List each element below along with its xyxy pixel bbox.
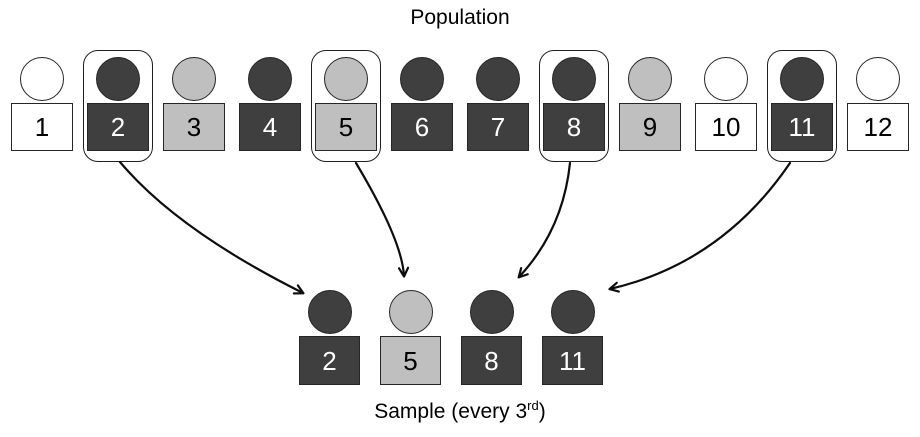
person-head-icon [96,57,140,101]
person-number-box: 6 [391,103,453,151]
population-person-5: 5 [311,50,381,162]
sample-person-11: 11 [542,290,603,385]
person-head-icon [248,57,292,101]
person-head-icon [324,57,368,101]
population-person-9: 9 [619,57,681,151]
person-head-icon [172,57,216,101]
sample-person-5: 5 [380,290,441,385]
arrow-population-5-to-sample-5 [354,161,410,278]
person-number-box: 8 [461,336,522,385]
population-person-6: 6 [391,57,453,151]
person-number-box: 9 [619,103,681,151]
sample-caption-suffix: ) [538,400,546,423]
sample-caption-prefix: Sample (every 3 [374,400,528,423]
person-number-box: 1 [11,103,73,151]
population-person-8: 8 [539,50,609,162]
person-number-box: 3 [163,103,225,151]
population-person-11: 11 [767,50,837,162]
population-person-10: 10 [695,57,757,151]
person-number-box: 5 [380,336,441,385]
person-head-icon [704,57,748,101]
person-number-box: 2 [299,336,360,385]
person-head-icon [469,290,514,334]
person-head-icon [307,290,352,334]
person-number-box: 2 [87,103,149,151]
person-head-icon [780,57,824,101]
arrow-population-11-to-sample-11 [608,161,792,293]
population-title: Population [410,6,510,29]
person-head-icon [856,57,900,101]
sample-person-2: 2 [299,290,360,385]
population-person-3: 3 [163,57,225,151]
person-head-icon [476,57,520,101]
population-person-1: 1 [11,57,73,151]
arrow-population-8-to-sample-8 [517,161,572,279]
population-person-12: 12 [847,57,909,151]
person-head-icon [388,290,433,334]
person-number-box: 7 [467,103,529,151]
person-number-box: 10 [695,103,757,151]
sample-person-8: 8 [461,290,522,385]
person-number-box: 4 [239,103,301,151]
person-head-icon [20,57,64,101]
population-person-4: 4 [239,57,301,151]
person-number-box: 11 [542,336,603,385]
population-person-7: 7 [467,57,529,151]
sample-caption-superscript: rd [527,398,539,413]
person-number-box: 11 [771,103,833,151]
person-head-icon [550,290,595,334]
arrow-population-2-to-sample-2 [118,160,305,295]
sample-caption: Sample (every 3rd) [0,398,920,424]
population-person-2: 2 [83,50,153,162]
person-number-box: 5 [315,103,377,151]
person-head-icon [400,57,444,101]
person-number-box: 8 [543,103,605,151]
person-head-icon [628,57,672,101]
person-head-icon [552,57,596,101]
person-number-box: 12 [847,103,909,151]
